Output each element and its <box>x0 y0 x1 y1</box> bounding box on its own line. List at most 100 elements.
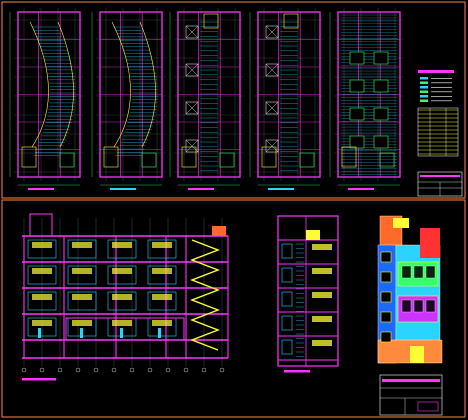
section-label-bar <box>22 378 56 381</box>
title-block-bottom <box>379 374 443 416</box>
floor-plans-group <box>9 8 404 190</box>
plan-4 <box>249 8 324 190</box>
plan-label-bar <box>268 188 294 190</box>
short-section-cap <box>306 230 320 240</box>
plan-core-cross <box>185 63 199 77</box>
plan-label-bar <box>188 188 214 190</box>
bottom-sheet-frame <box>1 199 466 418</box>
plan-floor-hatch <box>200 21 218 171</box>
legend-swatch <box>420 86 428 89</box>
section-room <box>147 265 177 285</box>
elevation-window <box>380 331 392 343</box>
section-window <box>112 320 132 326</box>
elevation-window <box>401 265 412 279</box>
plan-ramp-curve <box>111 21 131 148</box>
section-tower <box>29 213 53 237</box>
plan-core-box <box>265 139 279 153</box>
section-room <box>107 291 137 311</box>
legend-swatch <box>420 90 428 93</box>
plan-skylight <box>373 79 389 93</box>
section-person <box>120 328 123 338</box>
section-room <box>27 317 57 337</box>
section-window <box>112 294 132 300</box>
plan-skylight <box>349 51 365 65</box>
plan-bathroom <box>21 146 37 168</box>
plan-bathroom <box>341 146 357 168</box>
section-grid-bubble <box>201 367 207 373</box>
elevation-window <box>425 299 436 313</box>
section-person <box>80 328 83 338</box>
plan-ramp-curve <box>57 21 74 148</box>
front-elevation <box>377 215 443 364</box>
elevation-windows <box>380 251 436 343</box>
plan-room <box>141 152 157 168</box>
section-room <box>27 291 57 311</box>
short-section-window <box>312 292 332 298</box>
plan-stair <box>283 13 299 29</box>
legend-title-bar <box>418 70 454 73</box>
short-section-window <box>312 316 332 322</box>
section-room <box>67 239 97 259</box>
section-room <box>147 239 177 259</box>
section-grid-bubble <box>57 367 63 373</box>
plan-core-box <box>185 139 199 153</box>
section-grid-bubble <box>93 367 99 373</box>
section-window <box>72 268 92 274</box>
section-window <box>152 294 172 300</box>
elevation-window <box>380 251 392 263</box>
plan-core-box <box>185 25 199 39</box>
plan-skylight <box>349 135 365 149</box>
plan-core-cross <box>265 139 279 153</box>
short-section-window <box>312 340 332 346</box>
legend-swatch <box>420 81 428 84</box>
legend-table-frame <box>417 107 459 157</box>
section-window <box>32 320 52 326</box>
short-section-frame <box>277 215 339 367</box>
plan-1 <box>9 8 84 190</box>
section-person <box>158 328 161 338</box>
title-block-top <box>417 171 463 197</box>
plan-skylight <box>373 135 389 149</box>
short-section-room <box>281 267 293 283</box>
elevation-body-right <box>395 244 441 342</box>
section-window <box>112 242 132 248</box>
plan-core-box <box>265 25 279 39</box>
short-section-room <box>281 243 293 259</box>
plan-floor-hatch <box>32 26 76 156</box>
plan-core-box <box>185 63 199 77</box>
longitudinal-section <box>21 213 229 381</box>
top-sheet-frame <box>1 1 466 199</box>
legend-rows <box>420 77 452 102</box>
short-section-label-bar <box>284 370 310 373</box>
section-grid-bubble <box>111 367 117 373</box>
plan-stair <box>203 13 219 29</box>
plan-skylight <box>373 51 389 65</box>
plan-bathroom <box>103 146 119 168</box>
plan-label-bar <box>28 188 54 190</box>
section-window <box>112 268 132 274</box>
section-grid-bubble <box>219 367 225 373</box>
section-grid-bubble <box>165 367 171 373</box>
plan-room <box>219 152 235 168</box>
plan-core-cross <box>185 139 199 153</box>
plan-ramp-curve <box>29 21 49 148</box>
title-block-top-bar <box>420 175 460 177</box>
section-grid-bubble <box>129 367 135 373</box>
elevation-door <box>410 346 424 363</box>
plan-skylight <box>349 107 365 121</box>
elevation-panel-red <box>420 228 440 258</box>
section-room <box>67 291 97 311</box>
elevation-window <box>401 299 412 313</box>
section-room <box>27 239 57 259</box>
elevation-window <box>380 311 392 323</box>
plan-core-box <box>265 63 279 77</box>
section-window <box>32 294 52 300</box>
elevation-window <box>380 271 392 283</box>
transverse-section <box>277 215 339 373</box>
legend-swatch <box>420 99 428 102</box>
section-window <box>32 268 52 274</box>
legend-area <box>417 70 459 157</box>
title-block-bottom-bar <box>382 379 440 382</box>
